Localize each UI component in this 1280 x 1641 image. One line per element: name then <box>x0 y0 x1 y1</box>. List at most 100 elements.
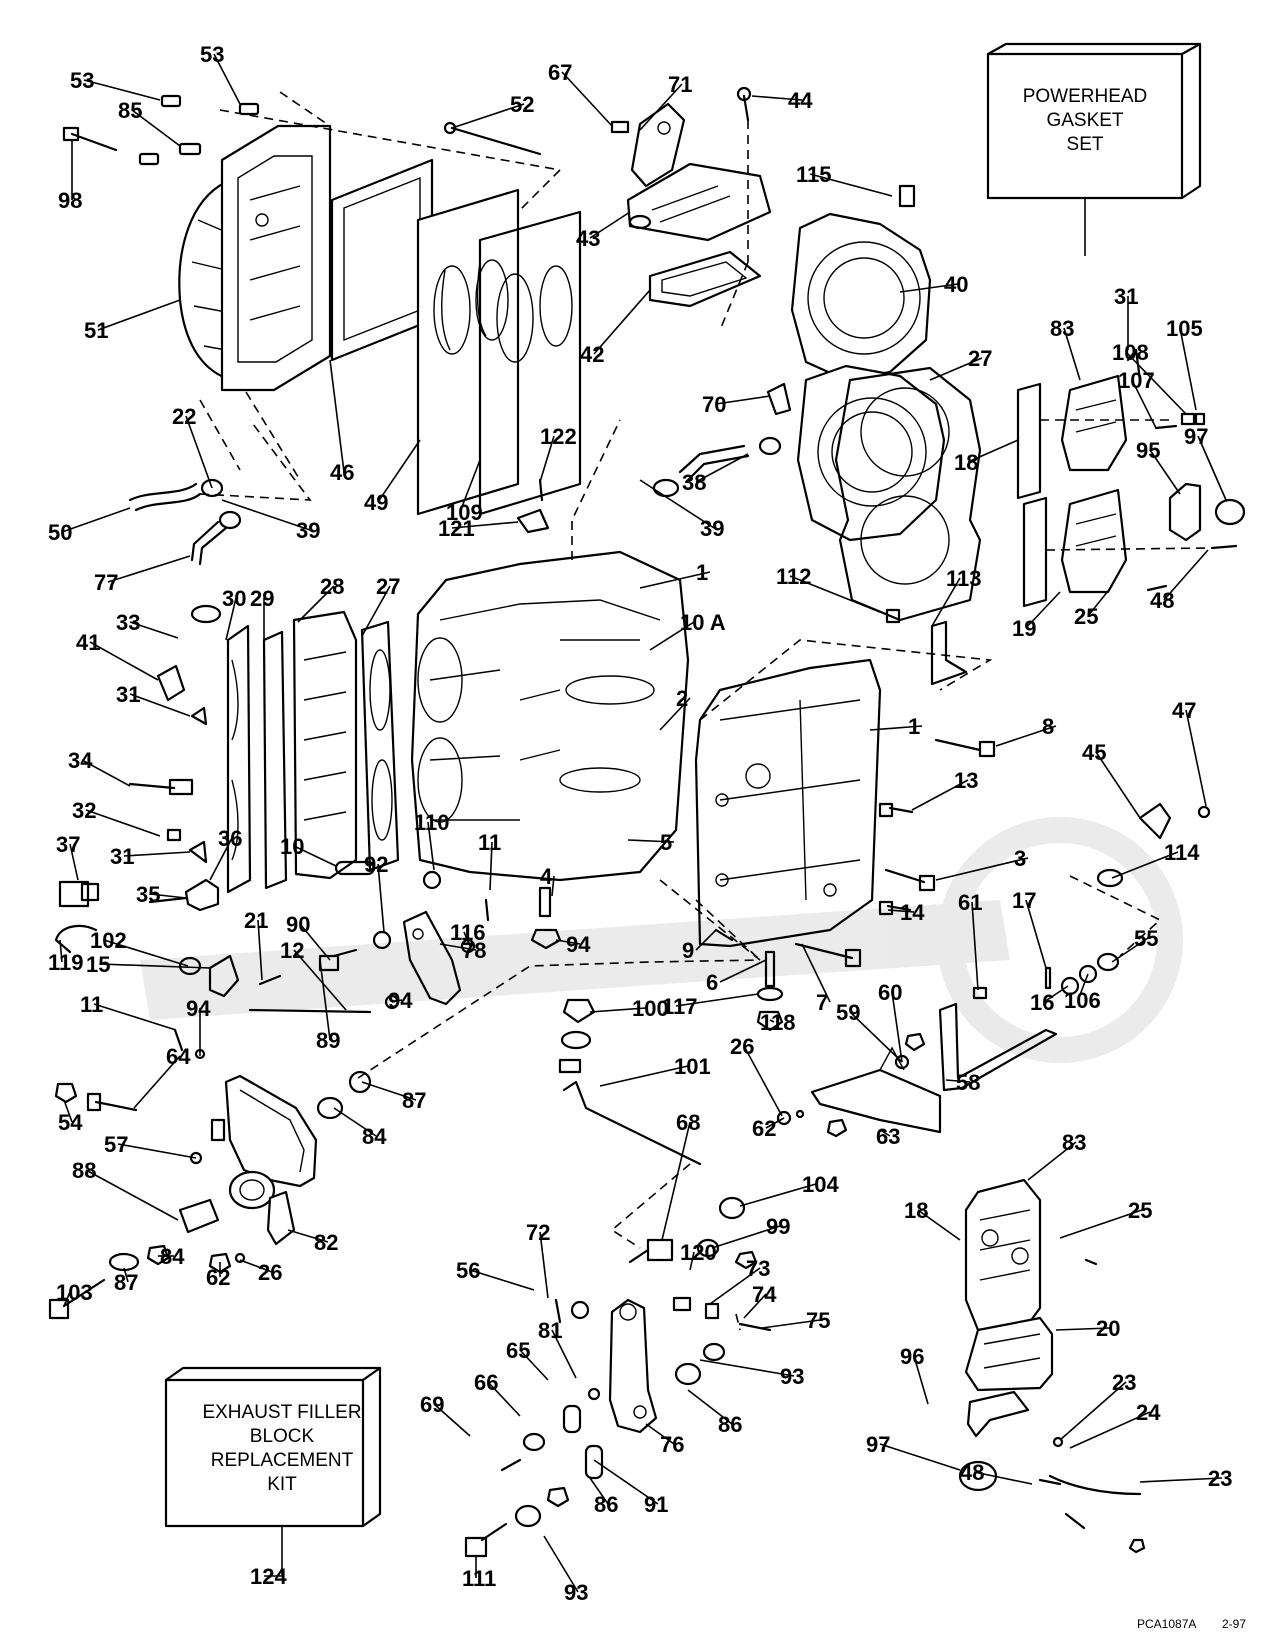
callout-label: 18 <box>904 1198 928 1223</box>
cylinder-head-group <box>790 212 982 622</box>
figure-date: 2-97 <box>1222 1617 1246 1631</box>
callout-leader <box>97 299 181 331</box>
callout-label: 91 <box>644 1492 668 1517</box>
exhaust-cover-group <box>178 124 582 516</box>
callout-leader <box>225 597 237 641</box>
lower-left-arm-group <box>48 1074 318 1320</box>
callout-label: 48 <box>960 1460 984 1485</box>
left-small-parts <box>54 664 490 1052</box>
powerhead-gasket-set-box: POWERHEAD GASKET SET <box>986 42 1202 200</box>
callout-label: 40 <box>944 272 968 297</box>
callout-label: 99 <box>766 1214 790 1239</box>
callout-leader <box>117 1143 197 1159</box>
callout-leader <box>63 1291 71 1307</box>
callout-label: 64 <box>166 1044 191 1069</box>
callout-leader <box>589 1007 647 1013</box>
callout-label: 90 <box>286 912 310 937</box>
callout-leader <box>935 857 1029 881</box>
callout-label: 31 <box>1114 284 1138 309</box>
callout-label: 15 <box>86 952 110 977</box>
callout-label: 23 <box>1112 1370 1136 1395</box>
callout-label: 109 <box>446 500 483 525</box>
callout-leader <box>89 641 159 681</box>
callout-leader <box>561 71 613 127</box>
callout-label: 49 <box>364 490 388 515</box>
callout-label: 2 <box>676 686 688 711</box>
callout-leader <box>739 1183 817 1207</box>
callout-label: 48 <box>1150 588 1174 613</box>
callout-leader <box>99 963 211 969</box>
callout-label: 86 <box>718 1412 742 1437</box>
callout-leader <box>1027 1141 1077 1181</box>
callout-label: 6 <box>706 970 718 995</box>
powerhead-gasket-set-line-3: SET <box>1067 134 1104 155</box>
callout-label: 110 <box>414 810 450 835</box>
callout-leader <box>1111 937 1149 963</box>
callout-leader <box>765 1117 785 1129</box>
callout-leader <box>589 211 631 239</box>
callout-leader <box>715 395 771 405</box>
callout-leader <box>83 79 161 101</box>
callout-leader <box>297 585 335 623</box>
callout-leader <box>709 1267 761 1305</box>
callout-leader <box>377 439 421 503</box>
callout-leader <box>1111 851 1179 879</box>
callout-leader <box>931 577 961 627</box>
callout-label: 26 <box>730 1034 754 1059</box>
exhaust-filler-kit-line-4: KIT <box>267 1474 297 1495</box>
callout-label: 31 <box>110 844 134 869</box>
callout-label: 75 <box>806 1308 830 1333</box>
callout-label: 21 <box>244 908 268 933</box>
callout-label: 121 <box>438 516 475 541</box>
callout-leader <box>899 283 959 293</box>
callout-label: 70 <box>702 392 726 417</box>
callout-leader <box>801 943 831 1003</box>
callout-label: 24 <box>1136 1400 1161 1425</box>
exhaust-filler-kit-box: EXHAUST FILLER BLOCK REPLACEMENT KIT <box>164 1366 382 1528</box>
bracket-63-58-group <box>776 952 1120 1138</box>
callout-leader <box>427 821 435 871</box>
callout-leader <box>645 1423 675 1445</box>
callout-leader <box>81 759 131 787</box>
callout-label: 85 <box>118 98 142 123</box>
callout-leader <box>377 863 385 933</box>
callout-label: 17 <box>1012 888 1036 913</box>
callout-leader <box>519 1349 549 1381</box>
callout-label: 3 <box>1014 846 1026 871</box>
callout-leader <box>61 507 131 533</box>
callout-leader <box>879 1443 961 1471</box>
callout-leader <box>463 931 471 947</box>
callout-leader <box>103 939 189 967</box>
callout-label: 9 <box>682 938 694 963</box>
callout-label: 92 <box>364 852 388 877</box>
callout-label: 95 <box>1136 438 1160 463</box>
callout-leader <box>687 1389 733 1425</box>
callout-label: 27 <box>376 574 400 599</box>
callout-leader <box>555 939 581 945</box>
callout-label: 8 <box>1042 714 1054 739</box>
callout-label: 73 <box>746 1256 770 1281</box>
callout-leader <box>63 1099 73 1123</box>
callout-label: 11 <box>80 992 103 1017</box>
callout-label: 43 <box>576 226 600 251</box>
crankcase-block <box>410 550 690 882</box>
callout-label: 122 <box>540 424 577 449</box>
callout-leader <box>769 1019 775 1023</box>
callout-label: 124 <box>250 1564 287 1589</box>
callout-leader <box>361 585 391 637</box>
callout-leader <box>1095 751 1141 819</box>
callout-label: 66 <box>474 1370 498 1395</box>
callout-leader <box>689 1251 695 1271</box>
callout-leader <box>123 851 191 857</box>
callout-leader <box>879 1129 891 1137</box>
callout-label: 50 <box>48 520 72 545</box>
callout-leader <box>1063 327 1081 381</box>
callout-leader <box>149 893 187 899</box>
callout-label: 1 <box>908 714 920 739</box>
callout-leader <box>599 1065 689 1087</box>
callout-leader <box>1059 1381 1127 1441</box>
callout-label: 12 <box>280 938 304 963</box>
callout-leader <box>293 949 347 1011</box>
